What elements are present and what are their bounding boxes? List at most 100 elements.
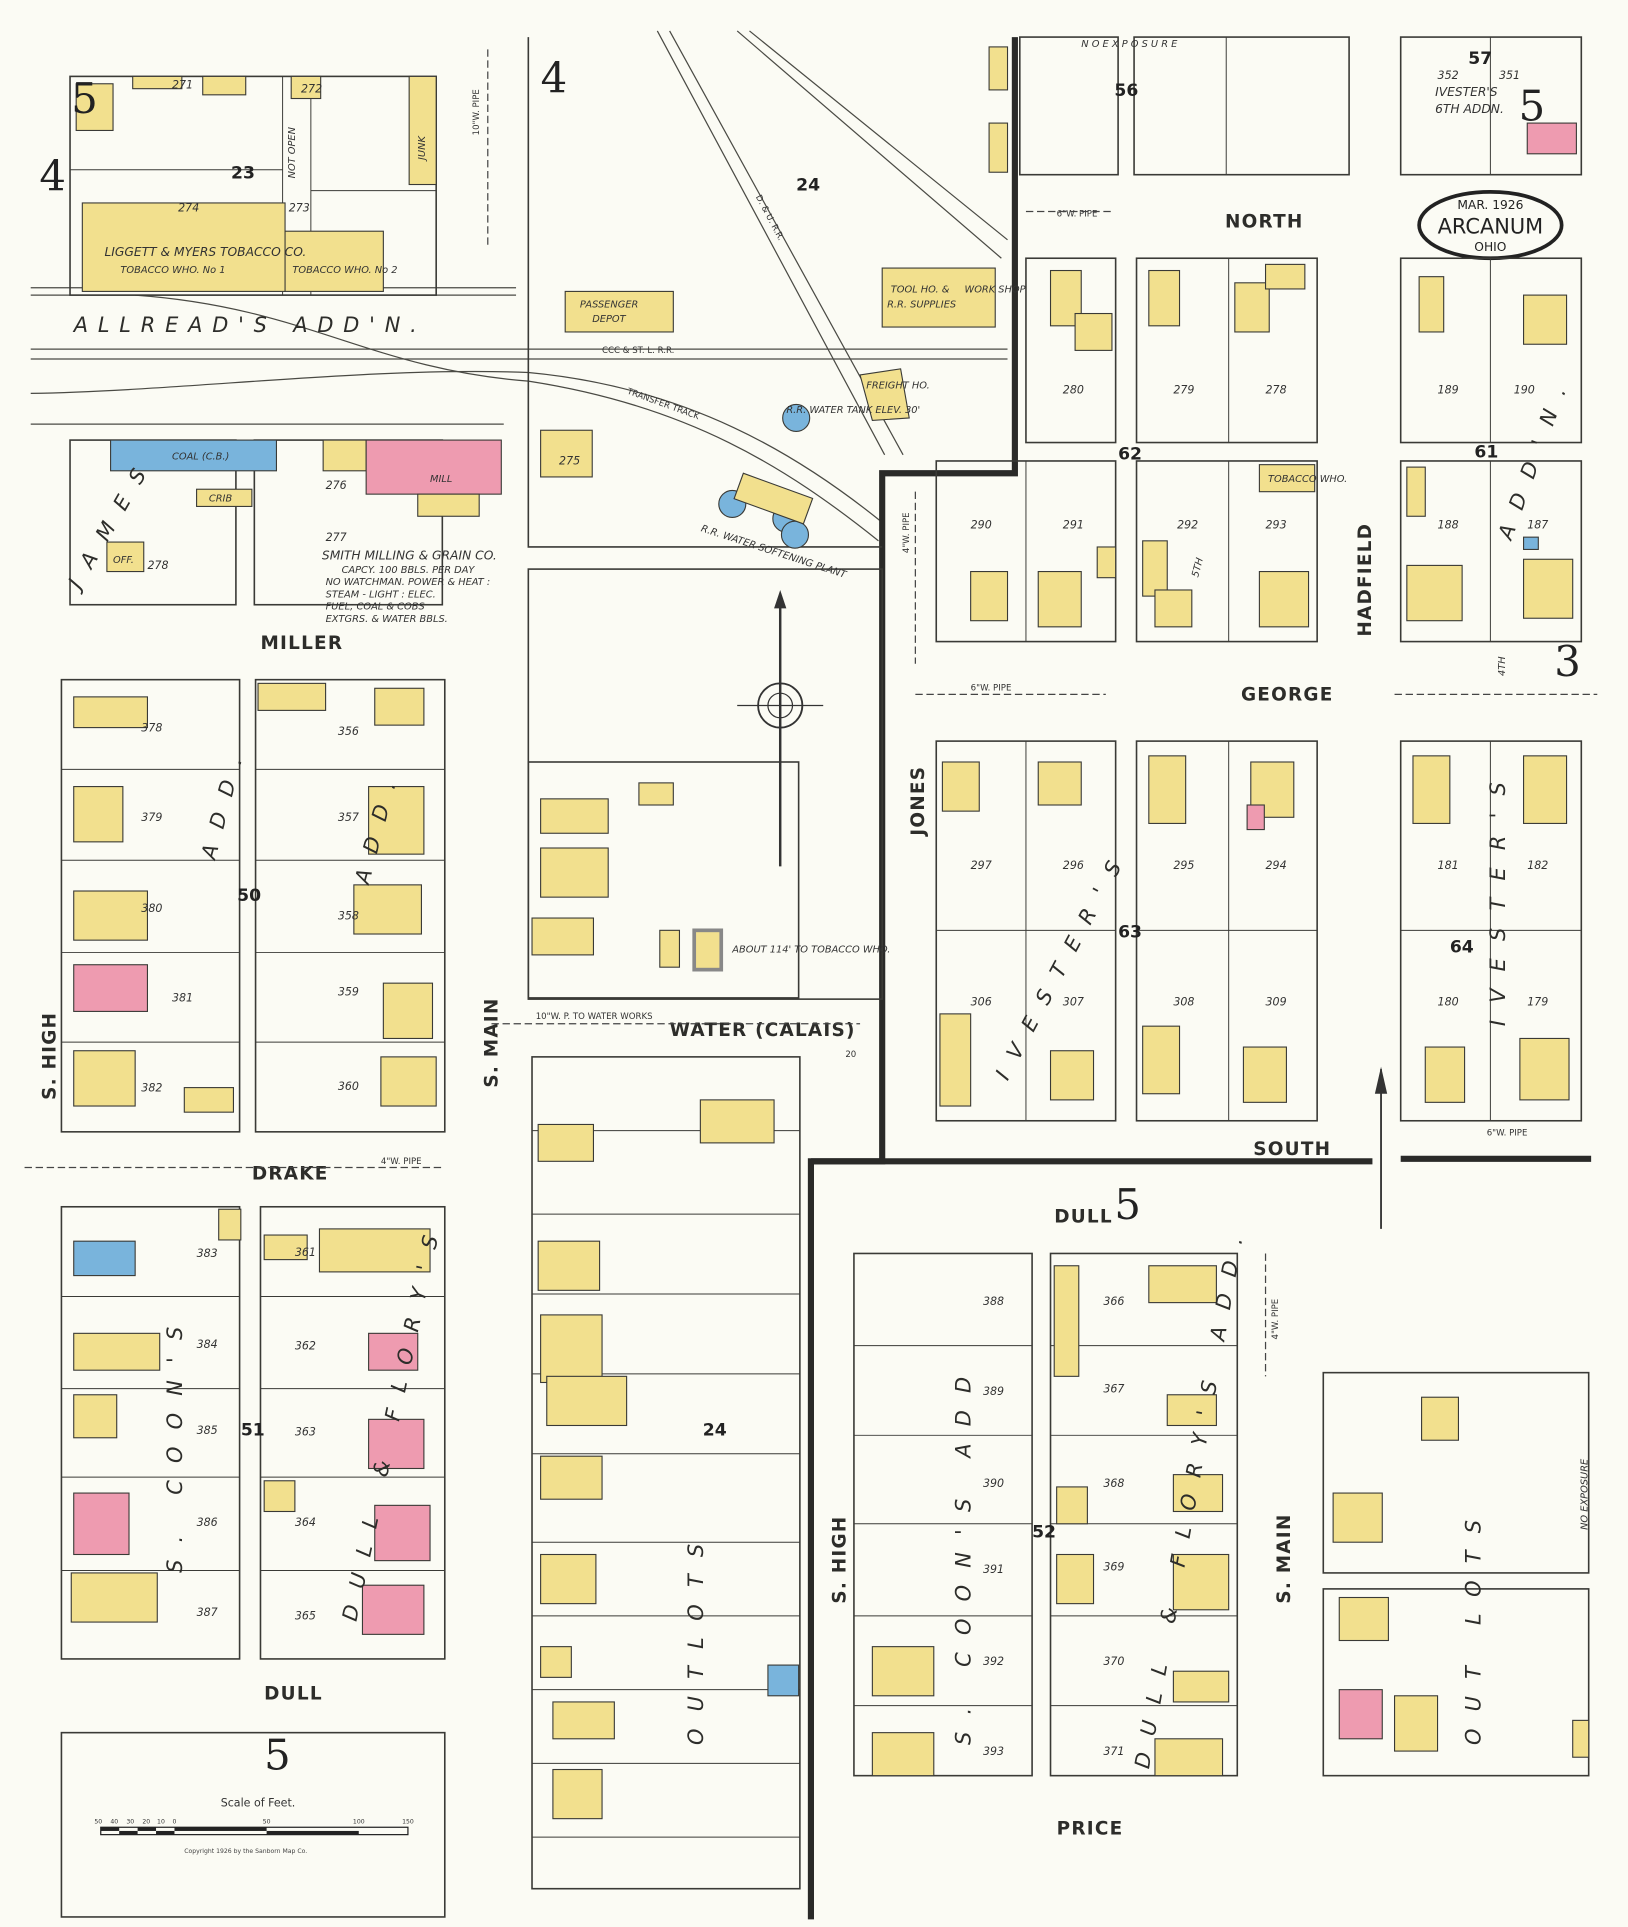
business-label: JUNK: [417, 135, 428, 162]
frame-building: [540, 798, 609, 834]
lot-number: 181: [1438, 859, 1459, 872]
frame-building: [202, 75, 247, 96]
frame-building: [871, 1646, 935, 1697]
addition-label: OUT LOTS: [1462, 1503, 1486, 1745]
lot-number: 381: [172, 992, 193, 1005]
scale-tick-label: 20: [142, 1819, 150, 1826]
scale-title: Scale of Feet.: [221, 1796, 296, 1809]
title-cartouche: MAR. 1926 ARCANUM OHIO: [1417, 190, 1564, 261]
freight-house: [859, 368, 910, 422]
lot-number: 358: [338, 909, 359, 922]
scale-tick-label: 100: [353, 1819, 365, 1826]
brick-building: [374, 1504, 431, 1562]
business-note: NO WATCHMAN. POWER & HEAT :: [326, 577, 491, 588]
business-label: FREIGHT HO.: [866, 380, 929, 391]
lot-number: 274: [178, 202, 199, 215]
frame-building: [1166, 1394, 1217, 1427]
frame-building: [70, 1572, 158, 1623]
tobacco-warehouse-2: [284, 230, 384, 292]
frame-building: [290, 75, 322, 100]
brick-building: [1526, 122, 1577, 155]
lot-number: 291: [1063, 519, 1084, 532]
lot-number: 390: [983, 1477, 1004, 1490]
scale-tick-label: 50: [94, 1819, 102, 1826]
lot-number: 273: [289, 202, 310, 215]
frame-building: [1234, 282, 1270, 333]
lot-number: 382: [141, 1081, 162, 1094]
pipe-label: 4"W. PIPE: [902, 512, 912, 553]
state-name: OHIO: [1474, 240, 1506, 254]
lot-number: 360: [338, 1080, 359, 1093]
frame-building: [1056, 1553, 1095, 1605]
street-label: DULL: [264, 1683, 323, 1704]
pipe-label: 10"W. P. TO WATER WORKS: [536, 1012, 653, 1022]
lot-number: 188: [1438, 519, 1459, 532]
frame-building: [1148, 269, 1181, 327]
no-exposure-label: N O E X P O S U R E: [1081, 39, 1178, 50]
sheet-numbers: 5 4 4 5 3 5 5: [39, 53, 1581, 1779]
lot-number: 179: [1527, 995, 1548, 1008]
lot-number: 280: [1063, 383, 1084, 396]
pipe-label: 4"W. PIPE: [381, 1157, 422, 1167]
brick-building: [73, 964, 148, 1012]
lot-number: 279: [1173, 383, 1194, 396]
frame-building: [540, 847, 609, 898]
frame-building: [939, 1013, 972, 1107]
lot-number: 356: [338, 725, 359, 738]
sheet-number: 3: [1554, 637, 1581, 686]
frame-building: [1519, 1037, 1570, 1101]
lot-number: 187: [1527, 519, 1548, 532]
frame-building: [1148, 1265, 1217, 1304]
lot-number: 189: [1438, 383, 1459, 396]
block-number: 23: [231, 163, 255, 183]
lot-number: 351: [1499, 69, 1520, 82]
softening-plant: [733, 472, 814, 525]
business-label: SMITH MILLING & GRAIN CO.: [322, 548, 497, 562]
scale-tick-label: 150: [402, 1819, 414, 1826]
stone-building: [73, 1240, 136, 1277]
sheet-number: 5: [1519, 82, 1546, 131]
frame-building: [75, 83, 114, 132]
frame-building: [638, 782, 674, 806]
frame-building: [699, 1099, 775, 1144]
stone-building: [767, 1664, 800, 1697]
business-label: TOBACCO WHO. No 2: [292, 265, 397, 276]
street-label: S. HIGH: [829, 1516, 850, 1604]
frame-building: [263, 1234, 308, 1261]
lot-number: 275: [559, 455, 580, 468]
frame-building: [1406, 564, 1463, 622]
crib: [196, 488, 253, 507]
street-label: WATER (CALAIS): [670, 1020, 856, 1041]
brick-building: [73, 1492, 130, 1556]
coal-cobs-shed: [322, 439, 367, 472]
lot-number: 378: [141, 721, 162, 734]
lot-number: 370: [1103, 1655, 1124, 1668]
lot-number: 366: [1103, 1295, 1124, 1308]
block-number: 57: [1468, 49, 1492, 69]
frame-building: [1523, 294, 1568, 345]
addition-label: IVESTER'S: [1435, 85, 1498, 99]
frame-building: [1037, 761, 1082, 806]
buildings: [70, 46, 1590, 1820]
frame-building: [1172, 1553, 1230, 1611]
frame-building: [1338, 1596, 1389, 1642]
addition-label: 6TH ADDN.: [1435, 102, 1504, 116]
passenger-depot: [564, 290, 674, 333]
frame-building: [353, 884, 422, 935]
business-label: MILL: [430, 474, 452, 485]
no-exposure-label: NO EXPOSURE: [1579, 1458, 1590, 1530]
frame-building: [1172, 1474, 1224, 1513]
addition-label: IVESTER'S: [1486, 765, 1510, 1026]
office: [106, 541, 145, 573]
water-tank: [780, 520, 810, 549]
lot-lines: [61, 768, 1238, 1838]
block-number: 56: [1114, 81, 1138, 101]
lot-number: 362: [295, 1339, 316, 1352]
frame-building: [988, 122, 1009, 173]
scale-tick-label: 30: [126, 1819, 134, 1826]
lot-number: 278: [147, 559, 168, 572]
business-label: TOOL HO. &: [891, 285, 950, 296]
frame-building: [1053, 1265, 1080, 1377]
north-arrow: [1374, 1066, 1388, 1229]
